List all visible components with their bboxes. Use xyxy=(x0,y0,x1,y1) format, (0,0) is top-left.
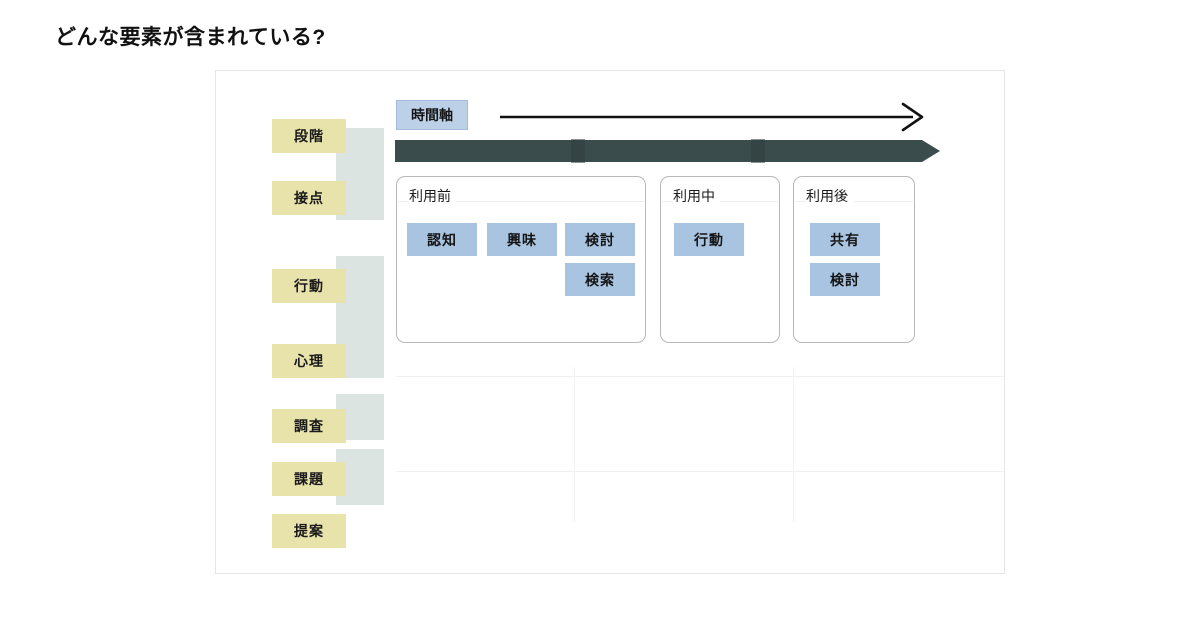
item-chip-label: 認知 xyxy=(427,231,457,248)
row-label-text: 行動 xyxy=(294,278,324,294)
stage-card-body: 行動 xyxy=(661,223,779,342)
item-chip[interactable]: 検索 xyxy=(565,263,635,296)
grid-line-horizontal xyxy=(396,376,1004,377)
item-chip-label: 共有 xyxy=(830,231,860,248)
row-label-kadai[interactable]: 課題 xyxy=(272,462,346,496)
stage-card-after-use[interactable]: 利用後 共有 検討 xyxy=(793,176,915,343)
item-chip-label: 検討 xyxy=(830,271,860,288)
timeline-label-chip[interactable]: 時間軸 xyxy=(396,100,468,130)
row-label-text: 課題 xyxy=(294,471,324,487)
grid-line-vertical xyxy=(574,367,575,522)
item-chip[interactable]: 共有 xyxy=(810,223,880,256)
row-label-dankai[interactable]: 段階 xyxy=(272,119,346,153)
row-label-text: 接点 xyxy=(294,190,324,206)
stage-card-during-use[interactable]: 利用中 行動 xyxy=(660,176,780,343)
row-label-setten[interactable]: 接点 xyxy=(272,181,346,215)
timeline-label-text: 時間軸 xyxy=(411,107,453,123)
row-label-text: 調査 xyxy=(294,418,324,434)
stage-card-before-use[interactable]: 利用前 認知 興味 検討 検索 xyxy=(396,176,646,343)
item-chip[interactable]: 行動 xyxy=(674,223,744,256)
row-label-koudou[interactable]: 行動 xyxy=(272,269,346,303)
item-chip[interactable]: 検討 xyxy=(565,223,635,256)
row-label-text: 提案 xyxy=(294,523,324,539)
item-chip-label: 検討 xyxy=(585,231,615,248)
item-chip-label: 行動 xyxy=(694,231,724,248)
item-chip[interactable]: 検討 xyxy=(810,263,880,296)
stage-card-title: 利用中 xyxy=(673,186,721,206)
item-chip[interactable]: 興味 xyxy=(487,223,557,256)
timeline-bar xyxy=(395,139,940,163)
card-divider-line xyxy=(398,201,644,202)
item-chip[interactable]: 認知 xyxy=(407,223,477,256)
card-divider-line xyxy=(795,201,913,202)
row-label-shinri[interactable]: 心理 xyxy=(272,344,346,378)
page-title: どんな要素が含まれている? xyxy=(55,26,326,49)
stage-card-body: 認知 興味 検討 検索 xyxy=(397,223,645,342)
grid-line-horizontal xyxy=(396,471,1004,472)
row-label-teian[interactable]: 提案 xyxy=(272,514,346,548)
stage-card-title: 利用前 xyxy=(409,186,457,206)
stage-card-body: 共有 検討 xyxy=(794,223,914,342)
row-label-chousa[interactable]: 調査 xyxy=(272,409,346,443)
grid-line-vertical xyxy=(793,367,794,522)
stage-card-title: 利用後 xyxy=(806,186,854,206)
row-label-text: 段階 xyxy=(294,128,324,144)
right-arrow-icon xyxy=(500,102,924,132)
row-label-text: 心理 xyxy=(294,353,324,369)
item-chip-label: 興味 xyxy=(507,231,537,248)
item-chip-label: 検索 xyxy=(585,271,615,288)
